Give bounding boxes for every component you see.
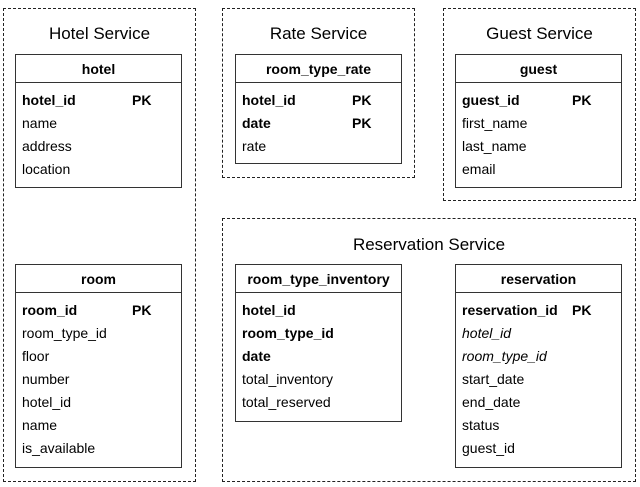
pk-label: PK bbox=[572, 301, 592, 318]
pk-label: PK bbox=[132, 91, 152, 108]
field-rate: rate bbox=[242, 137, 267, 154]
field-is-available: is_available bbox=[22, 439, 96, 456]
table-room-type-inventory-header: room_type_inventory bbox=[236, 265, 401, 293]
table-room-header: room bbox=[16, 265, 181, 293]
guest-service-group: Guest Service bbox=[443, 8, 636, 201]
table-room-type-inventory: room_type_inventory hotel_id room_type_i… bbox=[235, 264, 402, 422]
field-status: status bbox=[462, 416, 500, 433]
table-hotel-header: hotel bbox=[16, 55, 181, 83]
pk-label: PK bbox=[572, 91, 592, 108]
field-email: email bbox=[462, 160, 496, 177]
rate-service-group: Rate Service bbox=[222, 8, 415, 178]
field-number: number bbox=[22, 370, 70, 387]
field-hotel-id: hotel_id bbox=[22, 393, 72, 410]
field-room-type-id: room_type_id bbox=[22, 324, 107, 341]
field-total-inventory: total_inventory bbox=[242, 370, 334, 387]
table-room-type-rate-header: room_type_rate bbox=[236, 55, 401, 83]
pk-label: PK bbox=[132, 301, 152, 318]
field-hotel-id: hotel_id bbox=[242, 301, 296, 318]
table-reservation-header: reservation bbox=[456, 265, 621, 293]
hotel-service-group: Hotel Service bbox=[3, 8, 196, 482]
pk-label: PK bbox=[352, 91, 372, 108]
field-room-type-id: room_type_id bbox=[242, 324, 334, 341]
field-name: name bbox=[22, 416, 58, 433]
field-start-date: start_date bbox=[462, 370, 525, 387]
field-hotel-id: hotel_id bbox=[462, 324, 512, 341]
field-name: name bbox=[22, 114, 58, 131]
field-last-name: last_name bbox=[462, 137, 527, 154]
field-first-name: first_name bbox=[462, 114, 528, 131]
field-guest-id: guest_id bbox=[462, 439, 515, 456]
table-guest-header: guest bbox=[456, 55, 621, 83]
field-floor: floor bbox=[22, 347, 50, 364]
pk-label: PK bbox=[352, 114, 372, 131]
rate-service-title: Rate Service bbox=[269, 24, 368, 43]
guest-service-title: Guest Service bbox=[486, 24, 593, 43]
field-room-type-id: room_type_id bbox=[462, 347, 547, 364]
field-total-reserved: total_reserved bbox=[242, 393, 331, 410]
reservation-service-group: Reservation Service bbox=[222, 218, 636, 482]
field-location: location bbox=[22, 160, 71, 177]
reservation-service-title: Reservation Service bbox=[352, 235, 506, 254]
hotel-service-title: Hotel Service bbox=[48, 24, 151, 43]
field-address: address bbox=[22, 137, 72, 154]
field-end-date: end_date bbox=[462, 393, 521, 410]
field-date: date bbox=[242, 347, 271, 364]
